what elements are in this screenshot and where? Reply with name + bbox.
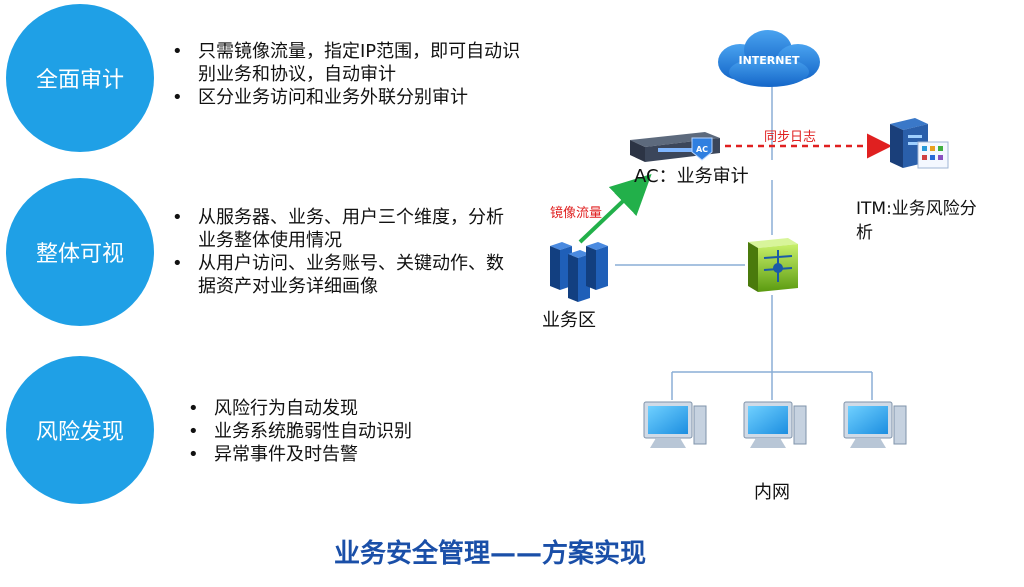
feature-circle-visibility: 整体可视 bbox=[6, 178, 154, 326]
itm-server-icon bbox=[890, 118, 949, 169]
network-diagram: INTERNET AC bbox=[520, 20, 1020, 520]
sync-log-label: 同步日志 bbox=[764, 130, 817, 145]
business-zone-label: 业务区 bbox=[542, 310, 596, 331]
feature-bullets-risk: 风险行为自动发现 业务系统脆弱性自动识别 异常事件及时告警 bbox=[184, 397, 504, 466]
feature-bullets-audit: 只需镜像流量，指定IP范围，即可自动识别业务和协议，自动审计 区分业务访问和业务… bbox=[168, 40, 538, 109]
feature-circle-risk: 风险发现 bbox=[6, 356, 154, 504]
network-diagram-svg: INTERNET AC bbox=[550, 30, 949, 448]
feature-title-visibility: 整体可视 bbox=[35, 242, 124, 267]
network-switch-icon bbox=[748, 238, 798, 292]
bullet-item: 风险行为自动发现 bbox=[184, 397, 504, 420]
feature-bullets-visibility: 从服务器、业务、用户三个维度，分析业务整体使用情况 从用户访问、业务账号、关键动… bbox=[168, 206, 508, 298]
itm-label-line2: 析 bbox=[856, 223, 873, 243]
page-title: 业务安全管理——方案实现 bbox=[333, 539, 646, 569]
bullet-item: 区分业务访问和业务外联分别审计 bbox=[168, 86, 538, 109]
bullet-item: 异常事件及时告警 bbox=[184, 443, 504, 466]
mirror-traffic-label: 镜像流量 bbox=[550, 206, 603, 221]
ac-badge: AC bbox=[696, 145, 708, 154]
internet-cloud-icon bbox=[718, 30, 820, 87]
itm-label-line1: ITM:业务风险分 bbox=[856, 199, 977, 219]
ac-appliance-icon bbox=[630, 132, 720, 162]
feature-title-risk: 风险发现 bbox=[35, 420, 124, 445]
bullet-item: 只需镜像流量，指定IP范围，即可自动识别业务和协议，自动审计 bbox=[168, 40, 538, 86]
intranet-pc-icon bbox=[843, 401, 907, 448]
intranet-label: 内网 bbox=[754, 482, 790, 503]
ac-label: AC：业务审计 bbox=[634, 166, 749, 187]
bullet-item: 从服务器、业务、用户三个维度，分析业务整体使用情况 bbox=[168, 206, 508, 252]
bullet-item: 从用户访问、业务账号、关键动作、数据资产对业务详细画像 bbox=[168, 252, 508, 298]
internet-label: INTERNET bbox=[738, 54, 800, 67]
intranet-pc-icon bbox=[743, 401, 807, 448]
intranet-pc-icon bbox=[643, 401, 707, 448]
mirror-traffic-arrow bbox=[578, 173, 652, 244]
bullet-item: 业务系统脆弱性自动识别 bbox=[184, 420, 504, 443]
feature-title-audit: 全面审计 bbox=[35, 68, 124, 93]
business-zone-servers-icon bbox=[550, 242, 608, 302]
feature-circle-audit: 全面审计 bbox=[6, 4, 154, 152]
